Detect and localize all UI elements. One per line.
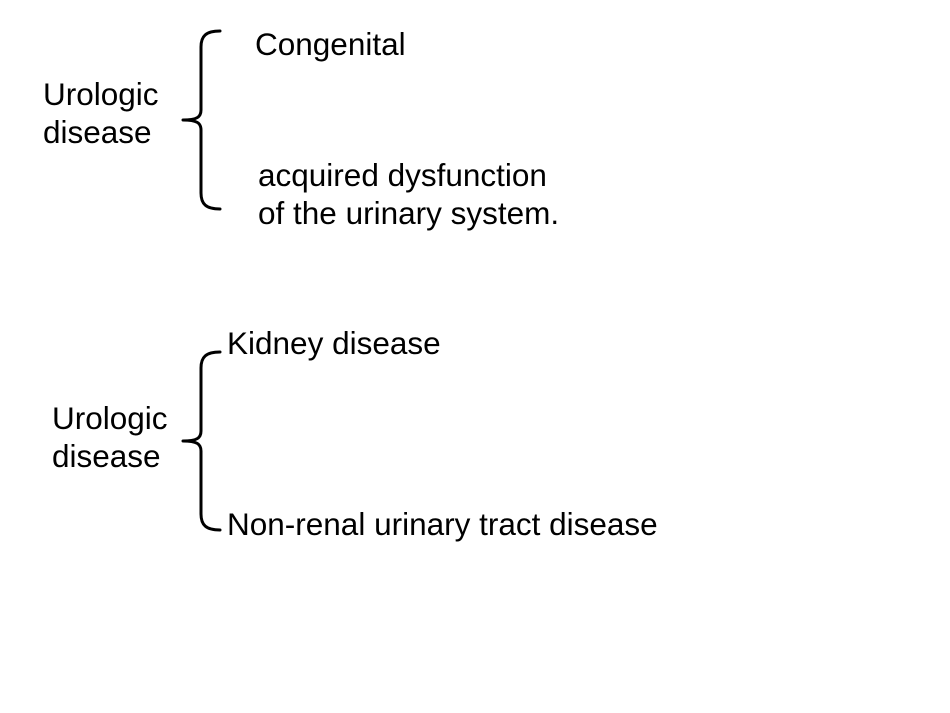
diagram2-root-label: Urologic disease — [52, 400, 168, 474]
diagram1-branch-congenital: Congenital — [255, 26, 406, 62]
diagram1-left-curly-brace — [181, 29, 222, 211]
diagram1-branch-acquired-dysfunction: acquired dysfunction of the urinary syst… — [258, 157, 560, 231]
diagram2-branch-kidney-disease: Kidney disease — [227, 325, 441, 361]
diagram1-root-label: Urologic disease — [43, 76, 159, 150]
diagram2-left-curly-brace — [181, 350, 222, 532]
curly-brace-path — [181, 29, 222, 211]
curly-brace-path — [181, 350, 222, 532]
diagram2-branch-non-renal-urinary-tract-disease: Non-renal urinary tract disease — [227, 506, 658, 542]
